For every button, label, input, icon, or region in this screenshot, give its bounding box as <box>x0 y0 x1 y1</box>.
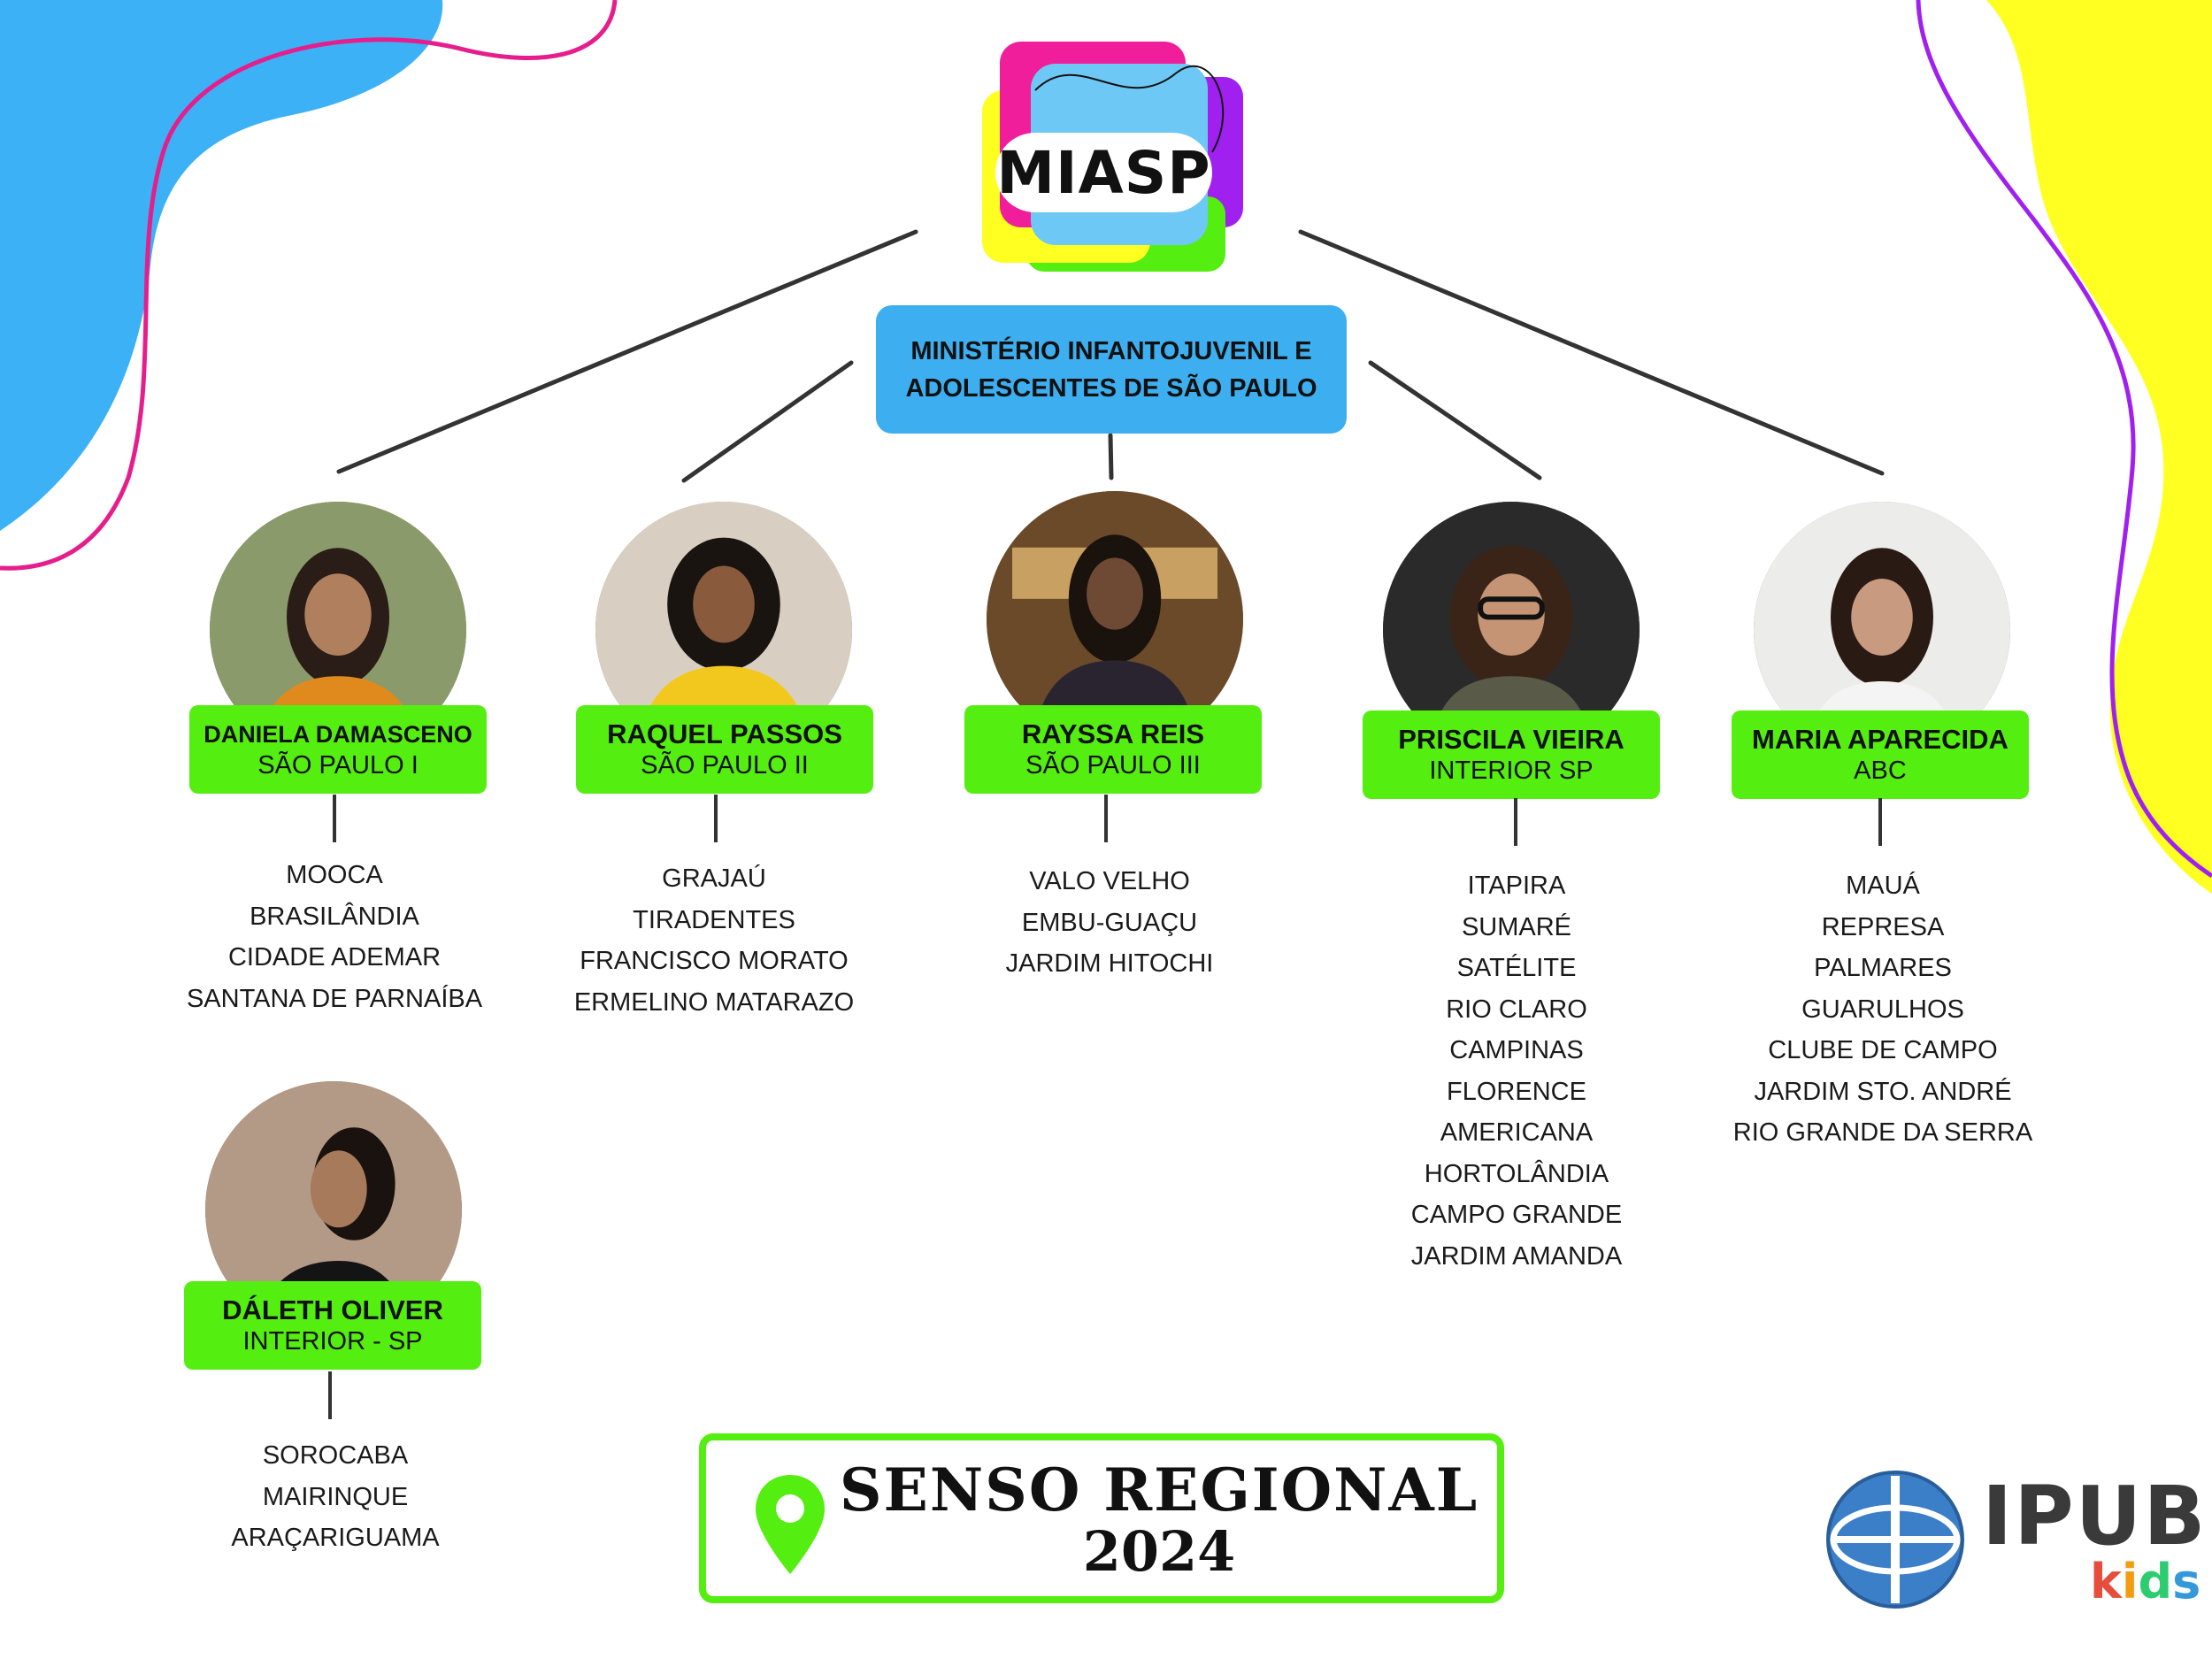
ipub-kids-word: kids <box>2090 1555 2200 1609</box>
leader-name: DÁLETH OLIVER <box>222 1294 443 1326</box>
connector-vertical <box>333 795 336 842</box>
list-item: MAIRINQUE <box>150 1477 521 1518</box>
list-item: CAMPINAS <box>1331 1030 1702 1071</box>
list-item: RIO CLARO <box>1331 989 1702 1031</box>
list-item: FLORENCE <box>1331 1071 1702 1113</box>
list-item: GUARULHOS <box>1697 989 2069 1031</box>
leader-region: INTERIOR SP <box>1429 756 1593 786</box>
list-item: JARDIM AMANDA <box>1331 1236 1702 1278</box>
list-item: TIRADENTES <box>528 900 900 941</box>
list-item: SANTANA DE PARNAÍBA <box>149 979 520 1020</box>
ministry-line-1: MINISTÉRIO INFANTOJUVENIL E <box>910 333 1311 370</box>
list-item: SUMARÉ <box>1331 907 1702 949</box>
list-item: MAUÁ <box>1697 865 2069 907</box>
list-item: VALO VELHO <box>924 861 1295 902</box>
ipub-word: IPUB <box>1982 1472 2208 1561</box>
list-item: MOOCA <box>149 855 520 896</box>
ipub-kids-logo: IPUB kids <box>1824 1469 2178 1619</box>
location-pin-icon <box>750 1471 830 1578</box>
list-item: ERMELINO MATARAZO <box>528 982 900 1024</box>
senso-title: SENSO REGIONAL <box>839 1458 1479 1522</box>
list-item: ARAÇARIGUAMA <box>150 1517 521 1559</box>
list-item: SATÉLITE <box>1331 948 1702 989</box>
location-list-daleth: SOROCABA MAIRINQUE ARAÇARIGUAMA <box>150 1435 521 1559</box>
connector-vertical <box>714 795 718 842</box>
list-item: HORTOLÂNDIA <box>1331 1154 1702 1195</box>
leader-region: SÃO PAULO I <box>257 750 419 780</box>
location-list-raquel: GRAJAÚ TIRADENTES FRANCISCO MORATO ERMEL… <box>528 858 900 1023</box>
list-item: CIDADE ADEMAR <box>149 937 520 979</box>
list-item: PALMARES <box>1697 948 2069 989</box>
location-list-daniela: MOOCA BRASILÂNDIA CIDADE ADEMAR SANTANA … <box>149 855 520 1019</box>
senso-regional-box: SENSO REGIONAL 2024 <box>699 1433 1504 1603</box>
list-item: CLUBE DE CAMPO <box>1697 1030 2069 1071</box>
leader-region: SÃO PAULO III <box>1025 750 1201 780</box>
list-item: GRAJAÚ <box>528 858 900 900</box>
list-item: JARDIM STO. ANDRÉ <box>1697 1071 2069 1113</box>
list-item: FRANCISCO MORATO <box>528 941 900 982</box>
leader-name: PRISCILA VIEIRA <box>1398 724 1624 756</box>
leader-tag-rayssa: RAYSSA REIS SÃO PAULO III <box>964 705 1262 794</box>
connector-vertical <box>1514 798 1517 846</box>
leader-tag-daleth: DÁLETH OLIVER INTERIOR - SP <box>184 1281 481 1370</box>
connector-vertical <box>1878 798 1882 846</box>
location-list-rayssa: VALO VELHO EMBU-GUAÇU JARDIM HITOCHI <box>924 861 1295 985</box>
list-item: REPRESA <box>1697 907 2069 949</box>
leader-region: INTERIOR - SP <box>242 1326 422 1356</box>
location-list-priscila: ITAPIRA SUMARÉ SATÉLITE RIO CLARO CAMPIN… <box>1331 865 1702 1277</box>
list-item: BRASILÂNDIA <box>149 896 520 938</box>
list-item: EMBU-GUAÇU <box>924 902 1295 944</box>
leader-region: SÃO PAULO II <box>641 750 809 780</box>
connector-vertical <box>328 1371 332 1419</box>
connector-vertical <box>1104 795 1108 842</box>
list-item: CAMPO GRANDE <box>1331 1194 1702 1236</box>
ministry-box: MINISTÉRIO INFANTOJUVENIL E ADOLESCENTES… <box>876 305 1347 434</box>
list-item: SOROCABA <box>150 1435 521 1477</box>
list-item: JARDIM HITOCHI <box>924 943 1295 985</box>
leader-tag-daniela: DANIELA DAMASCENO SÃO PAULO I <box>189 705 487 794</box>
miasp-logo: MIASP <box>973 37 1248 276</box>
leader-tag-raquel: RAQUEL PASSOS SÃO PAULO II <box>576 705 873 794</box>
leader-tag-priscila: PRISCILA VIEIRA INTERIOR SP <box>1363 710 1660 799</box>
location-list-maria: MAUÁ REPRESA PALMARES GUARULHOS CLUBE DE… <box>1697 865 2069 1154</box>
miasp-logo-text: MIASP <box>995 133 1212 212</box>
ministry-line-2: ADOLESCENTES DE SÃO PAULO <box>905 370 1317 407</box>
senso-text: SENSO REGIONAL 2024 <box>839 1458 1479 1582</box>
leader-name: DANIELA DAMASCENO <box>204 718 472 750</box>
leader-name: RAQUEL PASSOS <box>607 718 842 750</box>
list-item: RIO GRANDE DA SERRA <box>1697 1112 2069 1154</box>
leader-tag-maria: MARIA APARECIDA ABC <box>1732 710 2029 799</box>
list-item: AMERICANA <box>1331 1112 1702 1154</box>
leader-name: RAYSSA REIS <box>1022 718 1204 750</box>
leader-region: ABC <box>1854 756 1907 786</box>
senso-year: 2024 <box>839 1522 1479 1582</box>
leader-name: MARIA APARECIDA <box>1752 724 2008 756</box>
globe-icon <box>1824 1469 1966 1610</box>
list-item: ITAPIRA <box>1331 865 1702 907</box>
